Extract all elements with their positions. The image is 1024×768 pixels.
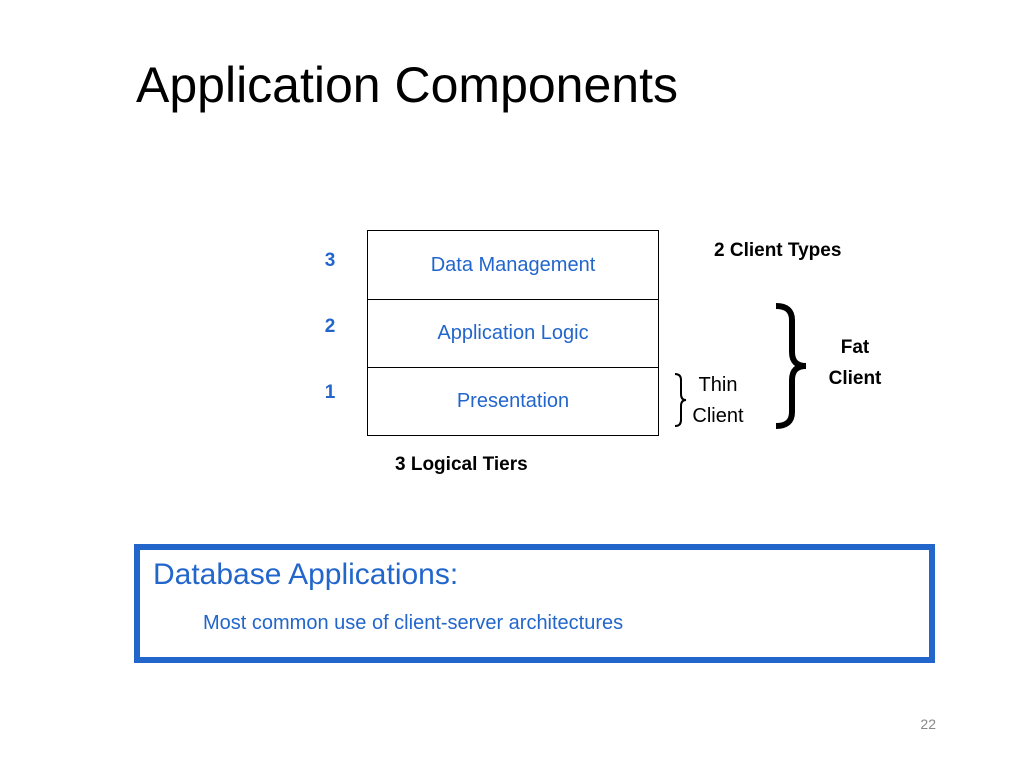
thin-client-line2: Client (692, 405, 744, 427)
tiers-caption: 3 Logical Tiers (395, 454, 528, 475)
tier-row-presentation: Presentation (368, 367, 658, 435)
fat-client-line1: Fat (840, 337, 870, 358)
tier-table: Data Management Application Logic Presen… (367, 230, 659, 436)
tier-row-application-logic: Application Logic (368, 299, 658, 367)
tier-number-2: 2 (324, 316, 336, 337)
fat-client-label: Fat Client (820, 332, 890, 394)
callout-text: Most common use of client-server archite… (203, 612, 624, 634)
tier-number-1: 1 (324, 382, 336, 403)
client-types-heading: 2 Client Types (714, 240, 842, 261)
thin-client-label: Thin Client (686, 370, 750, 432)
thin-client-line1: Thin (698, 374, 738, 396)
fat-client-line2: Client (828, 368, 882, 389)
tier-row-data-management: Data Management (430, 253, 596, 276)
slide-title: Application Components (136, 57, 678, 113)
fat-client-brace-icon (775, 303, 807, 429)
thin-client-brace-icon (674, 373, 687, 427)
page-number: 22 (920, 716, 936, 732)
tier-number-3: 3 (324, 250, 336, 271)
callout-heading: Database Applications: (153, 558, 459, 591)
callout-box: Database Applications: Most common use o… (134, 544, 935, 663)
